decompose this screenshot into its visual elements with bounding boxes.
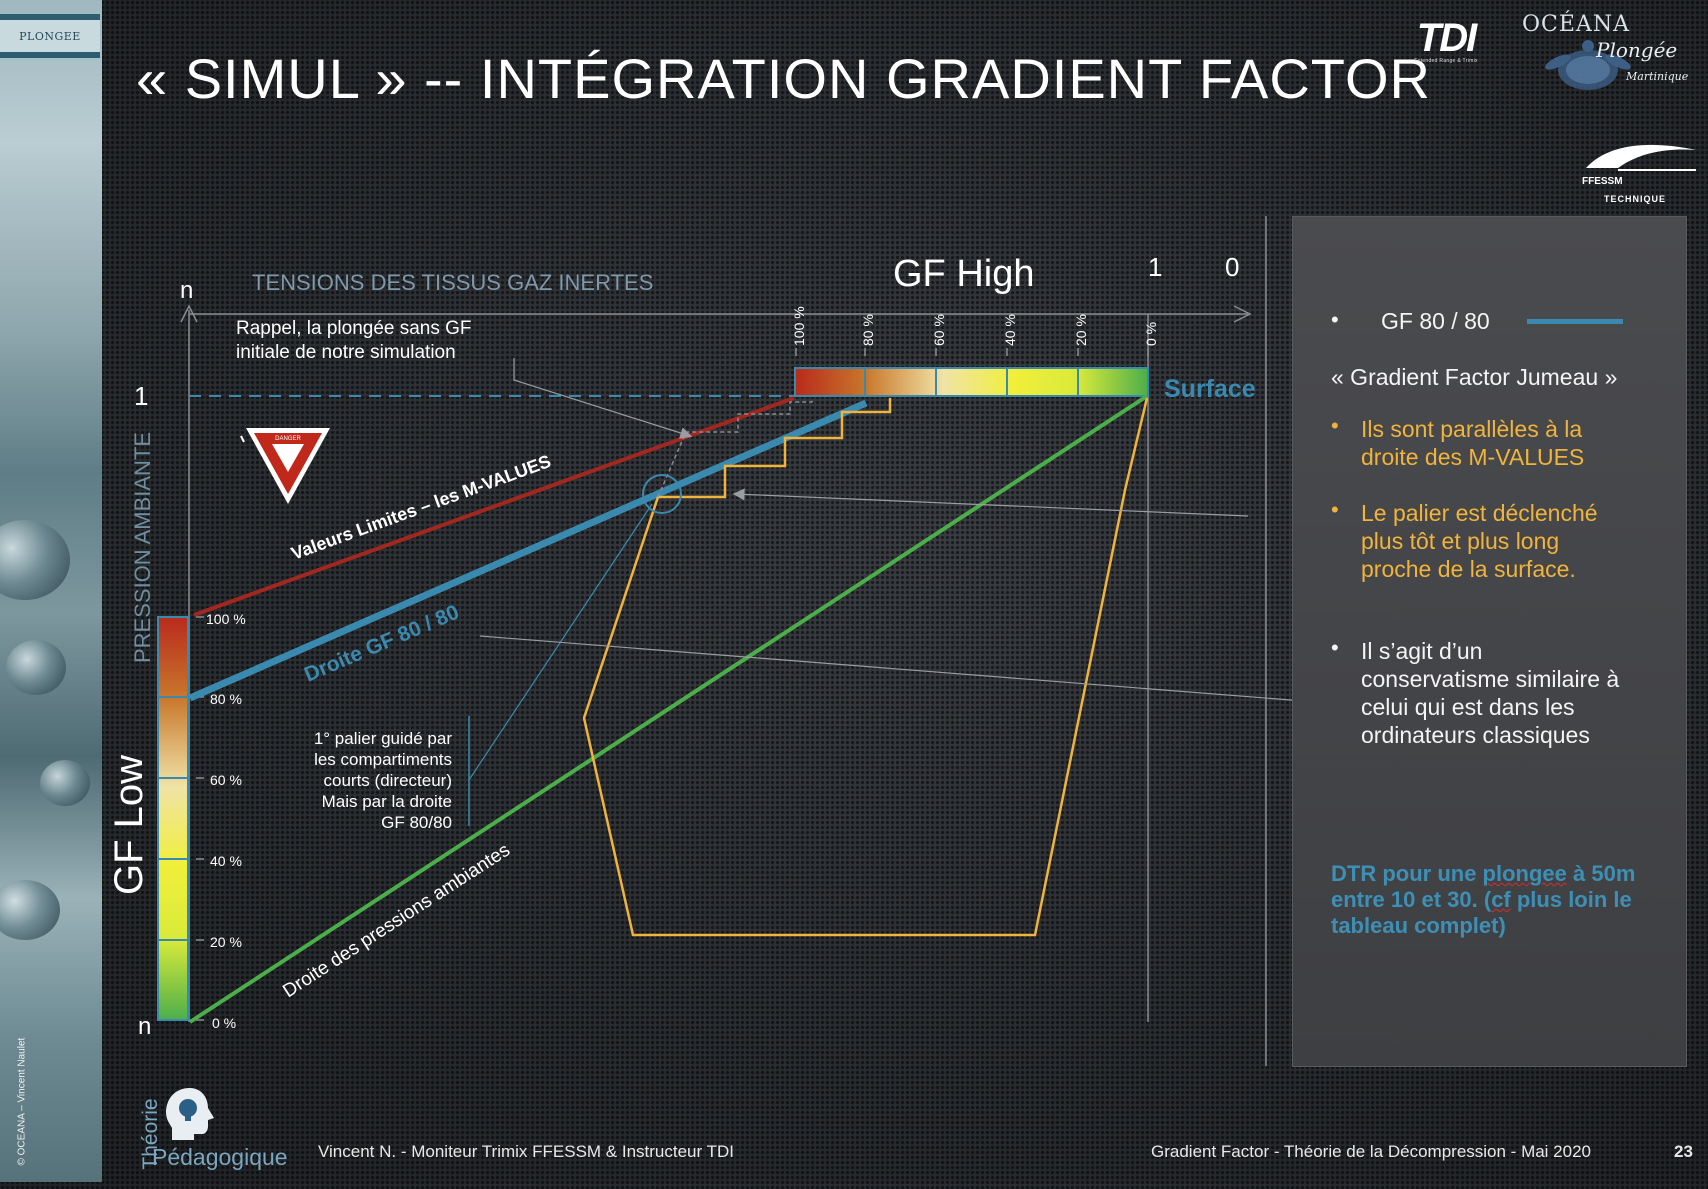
pedagogique-label: Pédagogique xyxy=(152,1144,288,1170)
rappel-leader-line xyxy=(513,358,693,439)
gf-high-zero: 0 xyxy=(1225,252,1239,282)
dtr-note-line1: DTR pour une plongee à 50m xyxy=(1331,861,1635,887)
gf-high-scale-bar xyxy=(794,367,1149,397)
palier-line: GF 80/80 xyxy=(381,813,452,832)
orange-point-2-line3: proche de la surface. xyxy=(1361,556,1576,582)
n-bottom-label: n xyxy=(138,1013,151,1040)
dtr-line1-a: DTR pour une xyxy=(1331,861,1483,886)
one-left-label: 1 xyxy=(134,381,148,411)
dtr-line2-b: cf xyxy=(1491,887,1511,912)
white-point-line1: Il s’agit d’un xyxy=(1361,638,1483,664)
oceana-logo: OCÉANA Plongée Martinique xyxy=(1518,12,1708,104)
y-axis-arrow xyxy=(180,304,198,323)
palier-line: 1° palier guidé par xyxy=(314,729,453,748)
legend-label: GF 80 / 80 xyxy=(1381,308,1490,334)
dtr-line2-c: plus loin le xyxy=(1510,887,1632,912)
gf-low-tick-label: 80 % xyxy=(210,691,242,707)
gf-high-tick-label: 60 % xyxy=(931,314,947,346)
orange-point-1-line1: Ils sont parallèles à la xyxy=(1361,416,1583,442)
gf-low-tick-label: 60 % xyxy=(210,772,242,788)
m-values-line xyxy=(193,396,795,617)
tdi-logo-subtext: Extended Range & Trimix xyxy=(1414,58,1478,64)
bullet-icon: • xyxy=(1331,497,1339,522)
bullet-icon: • xyxy=(1331,413,1339,438)
oceana-logo-line3: Martinique xyxy=(1626,70,1689,83)
gradient-factor-jumeau: « Gradient Factor Jumeau » xyxy=(1331,364,1618,390)
footer-author: Vincent N. - Moniteur Trimix FFESSM & In… xyxy=(318,1142,734,1161)
n-top-label: n xyxy=(180,277,193,304)
page-number: 23 xyxy=(1674,1142,1693,1161)
oceana-logo-line2: Plongée xyxy=(1596,38,1678,62)
gf-high-scale-dividers xyxy=(864,368,1079,396)
ffessm-logo-subtext: TECHNIQUE xyxy=(1604,194,1667,204)
gf-low-scale-bar xyxy=(157,616,189,1021)
droite-pressions-label: Droite des pressions ambiantes xyxy=(279,840,514,1003)
gf-high-one: 1 xyxy=(1148,252,1162,282)
gf-high-tick-label: 0 % xyxy=(1143,322,1159,346)
gf-high-tick-label: 80 % xyxy=(860,314,876,346)
gf-low-ticks xyxy=(196,616,204,1021)
bullet-icon: • xyxy=(1331,635,1339,660)
plongee-tab[interactable]: PLONGEE xyxy=(0,14,100,58)
gf-low-label: GF Low xyxy=(107,755,151,895)
gf-high-ticks xyxy=(795,348,1149,356)
dtr-line1-b: plongee xyxy=(1482,861,1567,886)
info-panel: • GF 80 / 80 « Gradient Factor Jumeau » … xyxy=(1292,216,1687,1067)
left-photo-strip: PLONGEE © OCEANA – Vincent Naulet xyxy=(0,0,102,1182)
slide-title: « SIMUL » -- INTÉGRATION GRADIENT FACTOR xyxy=(136,47,1431,110)
x-axis-arrow xyxy=(1233,305,1252,323)
gf-high-label: GF High xyxy=(893,253,1034,295)
initial-dive-profile xyxy=(657,398,813,498)
pression-ambiante-label: PRESSION AMBIANTE xyxy=(130,432,155,663)
footer-subject: Gradient Factor - Théorie de la Décompre… xyxy=(1151,1142,1591,1161)
rappel-line-1: Rappel, la plongée sans GF xyxy=(236,318,472,339)
first-stop-circle xyxy=(642,474,682,514)
gf-low-tick-label: 40 % xyxy=(210,853,242,869)
orange-point-2-line2: plus tôt et plus long xyxy=(1361,528,1560,554)
head-lightbulb-icon xyxy=(166,1088,214,1140)
gf-low-tick-label: 0 % xyxy=(212,1015,236,1031)
tensions-label: TENSIONS DES TISSUS GAZ INERTES xyxy=(252,270,653,295)
bullet-icon: • xyxy=(1331,307,1339,332)
danger-sign-icon: DANGER xyxy=(240,428,330,504)
gf-high-tick-label: 100 % xyxy=(791,306,807,346)
conservatism-leader-line xyxy=(479,635,1319,708)
ffessm-logo: FFESSM TECHNIQUE xyxy=(1578,138,1702,204)
tdi-logo-text: TDI xyxy=(1416,16,1477,60)
palier-line: Mais par la droite xyxy=(322,792,452,811)
dtr-line1-c: à 50m xyxy=(1566,861,1636,886)
dtr-note-line3: tableau complet) xyxy=(1331,913,1506,938)
legend-swatch xyxy=(1527,319,1623,324)
rappel-line-2: initiale de notre simulation xyxy=(236,342,456,363)
tdi-logo: TDI Extended Range & Trimix xyxy=(1396,18,1496,68)
gf-low-scale-dividers xyxy=(158,696,188,941)
gf-high-tick-label: 20 % xyxy=(1073,314,1089,346)
oceana-logo-line1: OCÉANA xyxy=(1522,12,1630,37)
palier-line: courts (directeur) xyxy=(324,771,452,790)
white-point-line2: conservatisme similaire à xyxy=(1361,666,1620,692)
palier-line: les compartiments xyxy=(314,750,452,769)
orange-point-1-line2: droite des M-VALUES xyxy=(1361,444,1585,470)
gf-parallel-leader-line xyxy=(732,488,1249,517)
turtle-icon xyxy=(1545,40,1631,90)
gf-80-80-line xyxy=(188,399,868,702)
dtr-note-line2: entre 10 et 30. (cf plus loin le xyxy=(1331,887,1632,913)
danger-sign-text: DANGER xyxy=(275,436,301,442)
m-values-label: Valeurs Limites – les M-VALUES xyxy=(289,451,554,564)
white-point-line4: ordinateurs classiques xyxy=(1361,722,1590,748)
gf-high-tick-label: 40 % xyxy=(1002,314,1018,346)
ffessm-logo-text: FFESSM xyxy=(1582,176,1623,187)
ambient-pressure-line xyxy=(188,394,1149,1024)
gf-low-tick-label: 20 % xyxy=(210,934,242,950)
plongee-tab-label: PLONGEE xyxy=(19,29,81,43)
white-point-line3: celui qui est dans les xyxy=(1361,694,1575,720)
orange-point-2-line1: Le palier est déclenché xyxy=(1361,500,1598,526)
dtr-line2-a: entre 10 et 30. ( xyxy=(1331,887,1492,912)
surface-label: Surface xyxy=(1164,375,1256,403)
gf-low-tick-label: 100 % xyxy=(206,611,246,627)
dive-profile xyxy=(582,397,1149,937)
wave-icon xyxy=(1586,144,1696,171)
